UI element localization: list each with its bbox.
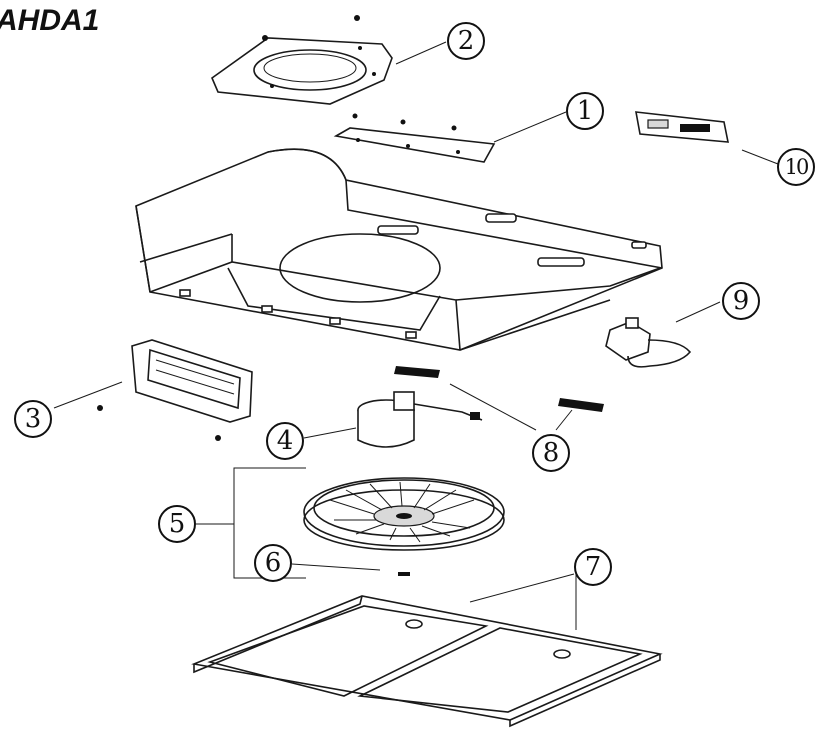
leader-lines: [53, 41, 779, 630]
callout-10: 10: [777, 148, 815, 186]
part-4-motor: [357, 391, 483, 448]
part-2-duct-adapter: [211, 15, 393, 105]
part-1-cover-plate: [333, 113, 496, 163]
callout-8: 8: [532, 434, 570, 472]
callout-2: 2: [447, 22, 485, 60]
part-3-light-housing: [97, 339, 253, 441]
part-9-wiring: [605, 317, 692, 368]
part-5-blower-wheel: [303, 477, 505, 551]
callout-9: 9: [722, 282, 760, 320]
part-8-brackets: [394, 366, 604, 412]
callout-4: 4: [266, 422, 304, 460]
callout-7: 7: [574, 548, 612, 586]
part-7-grease-filters: [191, 595, 663, 728]
callout-6: 6: [254, 544, 292, 582]
callout-3: 3: [14, 400, 52, 438]
part-6-screw: [398, 572, 410, 576]
callout-5: 5: [158, 505, 196, 543]
part-10-control-switch: [635, 111, 729, 143]
model-title: AHDA1: [0, 4, 100, 37]
callout-1: 1: [566, 92, 604, 130]
range-hood-body: [135, 148, 663, 351]
